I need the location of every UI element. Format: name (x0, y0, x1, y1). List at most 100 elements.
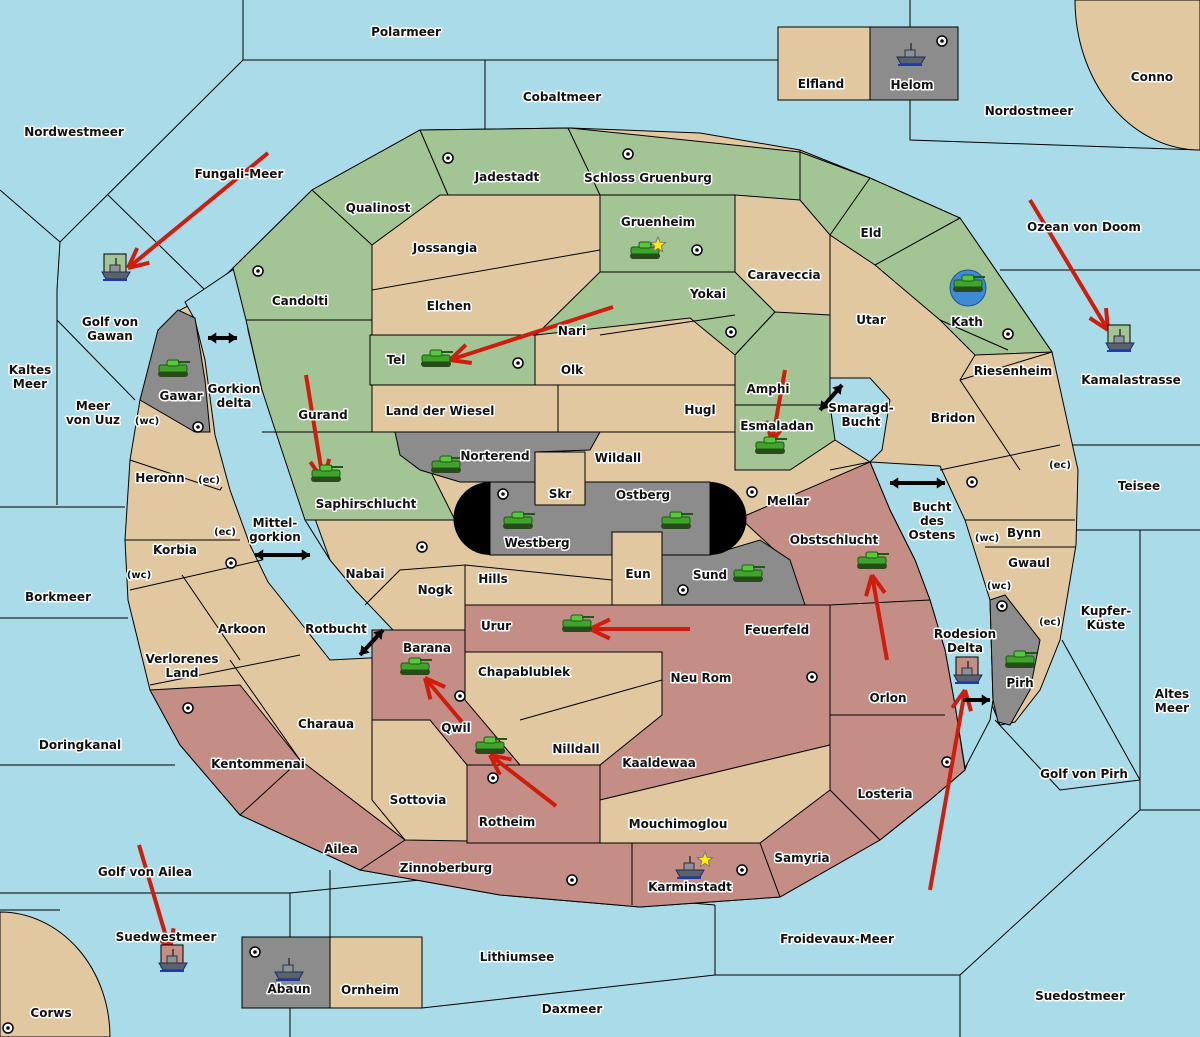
tank-icon[interactable] (311, 464, 343, 482)
label-line: Tel (387, 353, 406, 367)
label-line: Norterend (460, 449, 529, 463)
tank-icon[interactable] (562, 614, 594, 632)
label-line: Sund (693, 568, 727, 582)
label-line: Kath (951, 315, 983, 329)
province-label: Corws (30, 1006, 71, 1020)
province-label: Olk (561, 363, 584, 377)
ship-icon[interactable] (158, 944, 188, 972)
supply-center-dot (940, 39, 944, 43)
province-label: Eun (625, 567, 650, 581)
province-label: Doringkanal (39, 738, 121, 752)
province-label: (ec) (198, 475, 220, 486)
amphi-region (734, 311, 831, 406)
label-line: Froidevaux-Meer (780, 932, 894, 946)
label-line: Yokai (689, 287, 726, 301)
tank-icon[interactable] (733, 564, 765, 582)
ship-icon[interactable] (675, 856, 705, 879)
label-line: Amphi (746, 382, 789, 396)
ship-icon[interactable] (274, 958, 304, 981)
tank-icon[interactable] (755, 436, 787, 454)
label-line: Neu Rom (671, 671, 732, 685)
skr-region (534, 451, 586, 506)
mouchimoglou-region (599, 744, 831, 844)
province-label: Yokai (689, 287, 726, 301)
label-line: Ailea (324, 842, 358, 856)
province-label: Feuerfeld (745, 623, 810, 637)
label-line: Nilldall (552, 742, 599, 756)
province-label: Tel (387, 353, 406, 367)
province-label: Nabai (346, 567, 385, 581)
province-label: Chapablublek (478, 665, 571, 679)
conno-region (1074, 0, 1200, 151)
label-line: Kamalastrasse (1081, 373, 1181, 387)
label-line: Altes (1155, 687, 1189, 701)
supply-center-dot (6, 1026, 10, 1030)
tank-icon[interactable] (421, 349, 453, 367)
supply-center-dot (970, 480, 974, 484)
label-line: Doringkanal (39, 738, 121, 752)
label-line: Conno (1131, 70, 1173, 84)
label-line: Kaaldewaa (622, 756, 696, 770)
province-label: Arkoon (218, 622, 266, 636)
label-line: Feuerfeld (745, 623, 810, 637)
label-line: Rotbucht (305, 622, 367, 636)
label-line: Rodesion (934, 627, 996, 641)
province-label: Saphirschlucht (316, 497, 417, 511)
star-icon (696, 850, 714, 868)
label-line: Mouchimoglou (629, 817, 728, 831)
label-line: Schloss Gruenburg (584, 171, 712, 185)
label-line: Mellar (767, 494, 809, 508)
province-label: Barana (403, 641, 451, 655)
label-line: Zinnoberburg (400, 861, 492, 875)
ship-icon[interactable] (1105, 324, 1135, 352)
label-line: Candolti (272, 294, 328, 308)
supply-centers (2, 35, 1014, 1034)
tank-icon[interactable] (431, 455, 463, 473)
tank-icon[interactable] (158, 359, 190, 377)
tank-icon[interactable] (661, 511, 693, 529)
tank-icon[interactable] (400, 657, 432, 675)
tank-icon[interactable] (475, 736, 507, 754)
label-line: Gurand (298, 408, 348, 422)
label-line: Gwaul (1008, 556, 1050, 570)
supply-center-dot (420, 545, 424, 549)
supply-center-dot (626, 152, 630, 156)
province-label: Urur (481, 619, 511, 633)
province-label: Nilldall (552, 742, 599, 756)
ship-icon[interactable] (101, 253, 131, 281)
label-line: Chapablublek (478, 665, 571, 679)
tank-icon[interactable] (1005, 650, 1037, 668)
label-line: Mittel- (253, 516, 298, 530)
province-label: Hugl (684, 403, 715, 417)
supply-center-dot (945, 760, 949, 764)
province-label: (ec) (214, 527, 236, 538)
ship-icon[interactable] (896, 43, 926, 66)
label-line: Delta (947, 641, 983, 655)
province-label: Wildall (595, 451, 641, 465)
province-label: Rotbucht (305, 622, 367, 636)
double-arrow-icon (208, 332, 237, 344)
supply-center-dot (253, 950, 257, 954)
province-label: Nari (558, 324, 586, 338)
ship-icon[interactable] (953, 656, 983, 684)
province-label: Jadestadt (474, 170, 540, 184)
star-icon (649, 235, 667, 253)
label-line: Utar (856, 313, 886, 327)
supply-center-dot (570, 878, 574, 882)
tank-icon[interactable] (630, 241, 662, 259)
province-label: Amphi (746, 382, 789, 396)
province-label: Lithiumsee (480, 950, 555, 964)
province-label: Utar (856, 313, 886, 327)
double-arrow-icon (358, 628, 385, 657)
label-line: Lithiumsee (480, 950, 555, 964)
tank-icon[interactable] (503, 511, 535, 529)
label-line: Arkoon (218, 622, 266, 636)
province-label: Samyria (774, 851, 829, 865)
province-label: Fungali-Meer (195, 167, 284, 181)
tank-icon[interactable] (949, 269, 987, 307)
tank-icon[interactable] (857, 551, 889, 569)
